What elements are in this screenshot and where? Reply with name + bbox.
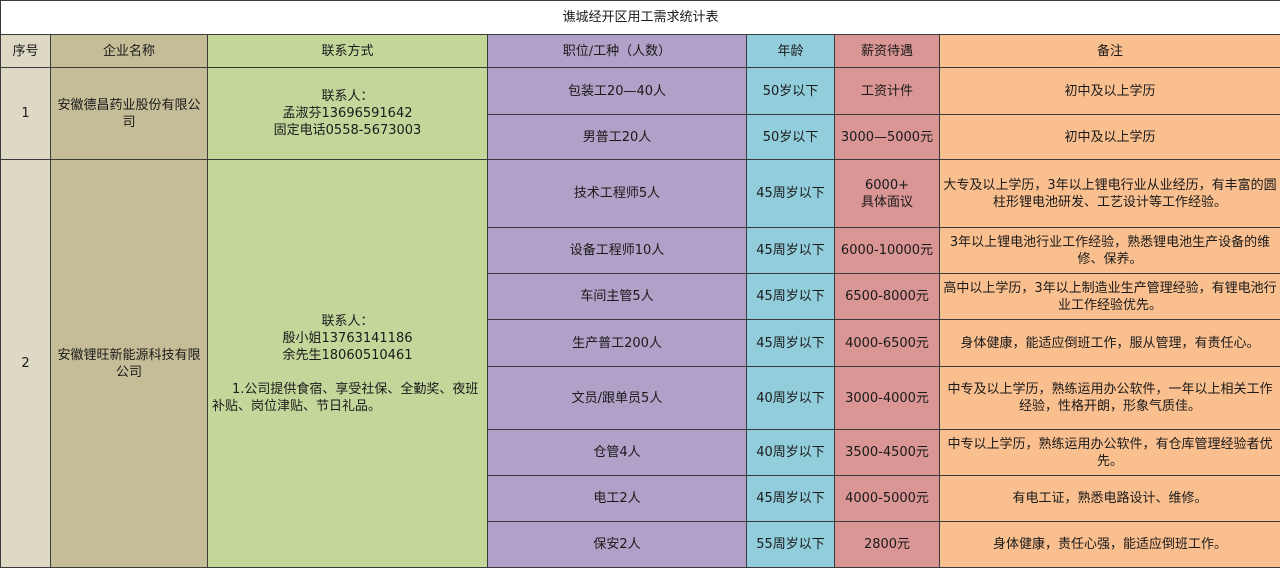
position-cell[interactable]: 电工2人: [488, 476, 747, 522]
notes-cell[interactable]: 大专及以上学历，3年以上锂电行业从业经历，有丰富的圆柱形锂电池研发、工艺设计等工…: [940, 160, 1280, 228]
position-cell[interactable]: 男普工20人: [488, 115, 747, 160]
notes-cell[interactable]: 中专及以上学历，熟练运用办公软件，一年以上相关工作经验，性格开朗，形象气质佳。: [940, 367, 1280, 430]
notes-cell[interactable]: 身体健康，能适应倒班工作，服从管理，有责任心。: [940, 320, 1280, 367]
age-cell[interactable]: 45周岁以下: [747, 228, 835, 274]
age-cell[interactable]: 55周岁以下: [747, 522, 835, 568]
position-cell[interactable]: 生产普工200人: [488, 320, 747, 367]
notes-cell[interactable]: 3年以上锂电池行业工作经验，熟悉锂电池生产设备的维修、保养。: [940, 228, 1280, 274]
header-position[interactable]: 职位/工种（人数）: [488, 35, 747, 68]
position-cell[interactable]: 包装工20—40人: [488, 68, 747, 115]
index-cell[interactable]: 2: [1, 160, 51, 568]
position-cell[interactable]: 技术工程师5人: [488, 160, 747, 228]
notes-cell[interactable]: 高中以上学历，3年以上制造业生产管理经验，有锂电池行业工作经验优先。: [940, 274, 1280, 320]
header-salary[interactable]: 薪资待遇: [835, 35, 940, 68]
header-index[interactable]: 序号: [1, 35, 51, 68]
position-cell[interactable]: 仓管4人: [488, 430, 747, 476]
salary-cell[interactable]: 4000-5000元: [835, 476, 940, 522]
salary-cell[interactable]: 4000-6500元: [835, 320, 940, 367]
salary-cell[interactable]: 3500-4500元: [835, 430, 940, 476]
salary-cell[interactable]: 6000-10000元: [835, 228, 940, 274]
table-row: 1 安徽德昌药业股份有限公司 联系人： 孟淑芬13696591642 固定电话0…: [1, 68, 1280, 115]
header-age[interactable]: 年龄: [747, 35, 835, 68]
benefits-text: 1.公司提供食宿、享受社保、全勤奖、夜班补贴、岗位津贴、节日礼品。: [210, 381, 485, 415]
position-cell[interactable]: 保安2人: [488, 522, 747, 568]
position-cell[interactable]: 文员/跟单员5人: [488, 367, 747, 430]
company-name-cell[interactable]: 安徽德昌药业股份有限公司: [51, 68, 208, 160]
age-cell[interactable]: 45周岁以下: [747, 160, 835, 228]
salary-cell[interactable]: 6000+ 具体面议: [835, 160, 940, 228]
contact-cell[interactable]: 联系人： 孟淑芬13696591642 固定电话0558-5673003: [208, 68, 488, 160]
notes-cell[interactable]: 身体健康，责任心强，能适应倒班工作。: [940, 522, 1280, 568]
position-cell[interactable]: 车间主管5人: [488, 274, 747, 320]
header-notes[interactable]: 备注: [940, 35, 1280, 68]
age-cell[interactable]: 45周岁以下: [747, 320, 835, 367]
age-cell[interactable]: 45周岁以下: [747, 274, 835, 320]
company-name-cell[interactable]: 安徽锂旺新能源科技有限公司: [51, 160, 208, 568]
salary-cell[interactable]: 3000—5000元: [835, 115, 940, 160]
age-cell[interactable]: 50岁以下: [747, 68, 835, 115]
header-contact[interactable]: 联系方式: [208, 35, 488, 68]
notes-cell[interactable]: 有电工证，熟悉电路设计、维修。: [940, 476, 1280, 522]
contact-persons: 联系人： 殷小姐13763141186 余先生18060510461: [283, 314, 413, 363]
sheet-title[interactable]: 谯城经开区用工需求统计表: [1, 1, 1280, 35]
salary-cell[interactable]: 工资计件: [835, 68, 940, 115]
salary-cell[interactable]: 6500-8000元: [835, 274, 940, 320]
age-cell[interactable]: 40周岁以下: [747, 430, 835, 476]
position-cell[interactable]: 设备工程师10人: [488, 228, 747, 274]
age-cell[interactable]: 45周岁以下: [747, 476, 835, 522]
salary-cell[interactable]: 3000-4000元: [835, 367, 940, 430]
notes-cell[interactable]: 初中及以上学历: [940, 115, 1280, 160]
table-row: 2 安徽锂旺新能源科技有限公司 联系人： 殷小姐13763141186 余先生1…: [1, 160, 1280, 228]
age-cell[interactable]: 40周岁以下: [747, 367, 835, 430]
notes-cell[interactable]: 初中及以上学历: [940, 68, 1280, 115]
header-company[interactable]: 企业名称: [51, 35, 208, 68]
index-cell[interactable]: 1: [1, 68, 51, 160]
age-cell[interactable]: 50岁以下: [747, 115, 835, 160]
notes-cell[interactable]: 中专以上学历，熟练运用办公软件，有仓库管理经验者优先。: [940, 430, 1280, 476]
salary-cell[interactable]: 2800元: [835, 522, 940, 568]
header-row: 序号 企业名称 联系方式 职位/工种（人数） 年龄 薪资待遇 备注: [1, 35, 1280, 68]
contact-cell[interactable]: 联系人： 殷小姐13763141186 余先生18060510461 1.公司提…: [208, 160, 488, 568]
